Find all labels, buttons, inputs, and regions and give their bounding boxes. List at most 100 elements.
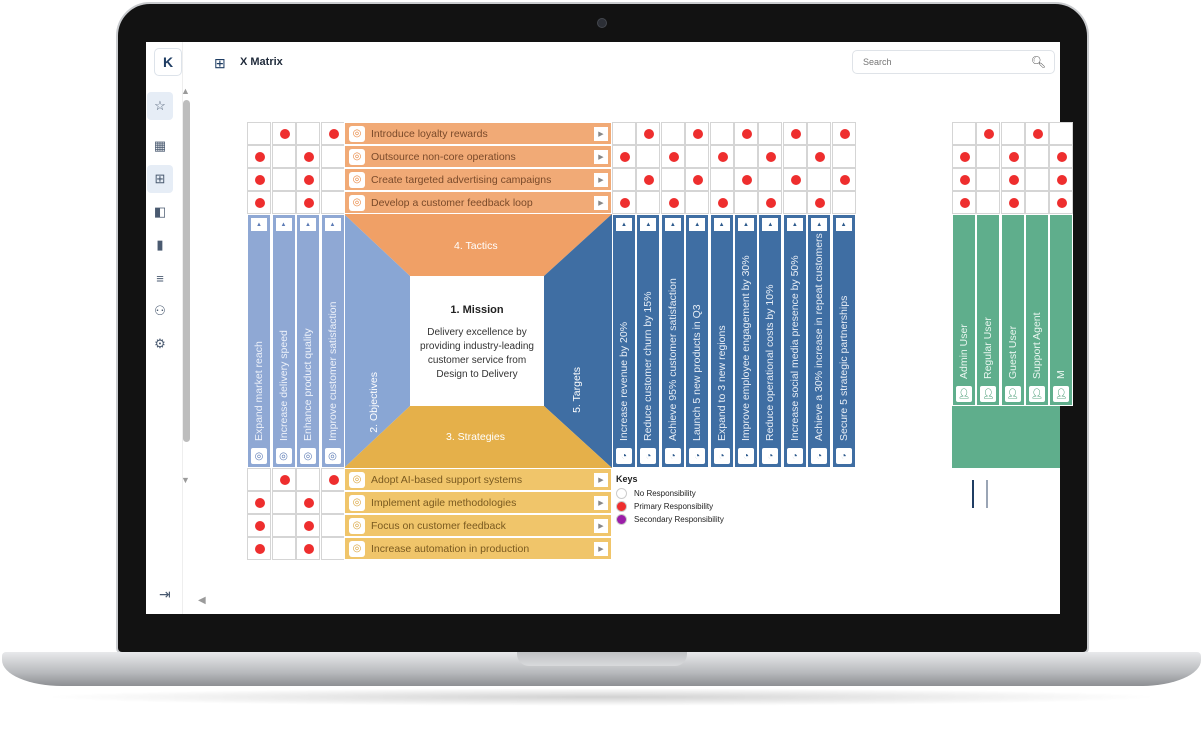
- matrix-cell[interactable]: [247, 514, 271, 537]
- collapse-caret-icon[interactable]: ▲: [275, 218, 292, 231]
- matrix-cell[interactable]: [709, 191, 734, 214]
- matrix-cell[interactable]: [320, 168, 345, 191]
- target-column[interactable]: ▲Reduce customer churn by 15%◔: [636, 214, 661, 468]
- matrix-cell[interactable]: [320, 468, 345, 491]
- matrix-cell[interactable]: [271, 122, 296, 145]
- scrollbar-thumb[interactable]: [183, 100, 190, 442]
- user-matrix-cell[interactable]: [976, 122, 1001, 145]
- user-matrix-cell[interactable]: [1024, 168, 1049, 191]
- matrix-cell[interactable]: [296, 468, 320, 491]
- matrix-cell[interactable]: [247, 168, 271, 191]
- tactic-row[interactable]: ◎Outsource non-core operations▶: [344, 145, 612, 168]
- target-column[interactable]: ▲Secure 5 strategic partnerships◔: [831, 214, 856, 468]
- search-input[interactable]: [861, 56, 1015, 68]
- matrix-cell[interactable]: [660, 191, 685, 214]
- user-matrix-cell[interactable]: [1000, 168, 1025, 191]
- target-column[interactable]: ▲Expand to 3 new regions◔: [709, 214, 734, 468]
- matrix-cell[interactable]: [247, 537, 271, 560]
- matrix-cell[interactable]: [296, 537, 320, 560]
- target-column[interactable]: ▲Launch 5 new products in Q3◔: [685, 214, 710, 468]
- user-matrix-cell[interactable]: [976, 168, 1001, 191]
- target-column[interactable]: ▲Reduce operational costs by 10%◔: [758, 214, 783, 468]
- user-column[interactable]: Guest User👤︎: [1000, 214, 1025, 406]
- pager-marks[interactable]: [972, 480, 988, 508]
- user-matrix-cell[interactable]: [1000, 145, 1025, 168]
- matrix-cell[interactable]: [247, 191, 271, 214]
- matrix-cell[interactable]: [831, 191, 856, 214]
- matrix-cell[interactable]: [782, 168, 807, 191]
- search-box[interactable]: 🔍︎: [852, 50, 1055, 74]
- strategy-row[interactable]: ◎Increase automation in production▶: [344, 537, 612, 560]
- scroll-left-icon[interactable]: ◀: [198, 595, 206, 606]
- target-column[interactable]: ▲Improve employee engagement by 30%◔: [734, 214, 758, 468]
- matrix-cell[interactable]: [709, 122, 734, 145]
- collapse-caret-icon[interactable]: ▲: [300, 218, 316, 231]
- sidebar-item-7[interactable]: ⚙: [147, 330, 173, 358]
- sidebar-item-2[interactable]: ⊞: [147, 165, 173, 193]
- matrix-cell[interactable]: [612, 168, 636, 191]
- tactic-row[interactable]: ◎Develop a customer feedback loop▶: [344, 191, 612, 214]
- expand-arrow-icon[interactable]: ▶: [594, 150, 608, 164]
- user-column[interactable]: Support Agent👤︎: [1024, 214, 1049, 406]
- target-column[interactable]: ▲Increase social media presence by 50%◔: [782, 214, 807, 468]
- user-matrix-cell[interactable]: [1049, 191, 1074, 214]
- matrix-cell[interactable]: [636, 122, 661, 145]
- user-matrix-cell[interactable]: [1049, 122, 1074, 145]
- objective-column[interactable]: ▲Increase delivery speed◎: [271, 214, 296, 468]
- collapse-caret-icon[interactable]: ▲: [738, 218, 754, 231]
- matrix-cell[interactable]: [271, 191, 296, 214]
- matrix-cell[interactable]: [685, 191, 710, 214]
- matrix-cell[interactable]: [247, 491, 271, 514]
- matrix-cell[interactable]: [709, 168, 734, 191]
- collapse-caret-icon[interactable]: ▲: [786, 218, 803, 231]
- matrix-cell[interactable]: [271, 468, 296, 491]
- matrix-cell[interactable]: [831, 168, 856, 191]
- user-column[interactable]: M👤︎: [1049, 214, 1074, 406]
- app-logo[interactable]: K: [154, 48, 182, 76]
- objectives-trapezoid[interactable]: [344, 214, 410, 468]
- matrix-cell[interactable]: [660, 145, 685, 168]
- matrix-cell[interactable]: [612, 122, 636, 145]
- strategy-row[interactable]: ◎Adopt AI-based support systems▶: [344, 468, 612, 491]
- matrix-cell[interactable]: [296, 145, 320, 168]
- tactic-row[interactable]: ◎Introduce loyalty rewards▶: [344, 122, 612, 145]
- matrix-cell[interactable]: [320, 537, 345, 560]
- matrix-cell[interactable]: [758, 122, 783, 145]
- sidebar-item-3[interactable]: ◧: [147, 198, 173, 226]
- matrix-cell[interactable]: [758, 168, 783, 191]
- user-matrix-cell[interactable]: [976, 145, 1001, 168]
- scroll-down-icon[interactable]: ▼: [181, 475, 190, 485]
- collapse-caret-icon[interactable]: ▲: [811, 218, 828, 231]
- user-matrix-cell[interactable]: [1024, 191, 1049, 214]
- matrix-cell[interactable]: [734, 191, 758, 214]
- matrix-cell[interactable]: [782, 191, 807, 214]
- matrix-cell[interactable]: [807, 145, 832, 168]
- user-matrix-cell[interactable]: [1024, 122, 1049, 145]
- tactics-trapezoid[interactable]: [344, 214, 612, 276]
- matrix-cell[interactable]: [296, 191, 320, 214]
- matrix-cell[interactable]: [320, 122, 345, 145]
- matrix-cell[interactable]: [271, 514, 296, 537]
- matrix-cell[interactable]: [296, 168, 320, 191]
- user-matrix-cell[interactable]: [952, 191, 976, 214]
- matrix-cell[interactable]: [320, 145, 345, 168]
- matrix-cell[interactable]: [660, 122, 685, 145]
- collapse-caret-icon[interactable]: ▲: [713, 218, 730, 231]
- matrix-cell[interactable]: [296, 514, 320, 537]
- expand-arrow-icon[interactable]: ▶: [594, 496, 608, 510]
- expand-arrow-icon[interactable]: ▶: [594, 127, 608, 141]
- search-icon[interactable]: 🔍︎: [1030, 55, 1046, 69]
- matrix-cell[interactable]: [734, 168, 758, 191]
- matrix-cell[interactable]: [782, 145, 807, 168]
- collapse-caret-icon[interactable]: ▲: [689, 218, 706, 231]
- matrix-cell[interactable]: [831, 122, 856, 145]
- sidebar-item-1[interactable]: ▦: [147, 132, 173, 160]
- matrix-cell[interactable]: [709, 145, 734, 168]
- matrix-cell[interactable]: [685, 168, 710, 191]
- matrix-cell[interactable]: [612, 145, 636, 168]
- user-column[interactable]: Regular User👤︎: [976, 214, 1001, 406]
- targets-trapezoid[interactable]: [544, 214, 612, 468]
- matrix-cell[interactable]: [685, 145, 710, 168]
- matrix-cell[interactable]: [296, 122, 320, 145]
- user-matrix-cell[interactable]: [1000, 122, 1025, 145]
